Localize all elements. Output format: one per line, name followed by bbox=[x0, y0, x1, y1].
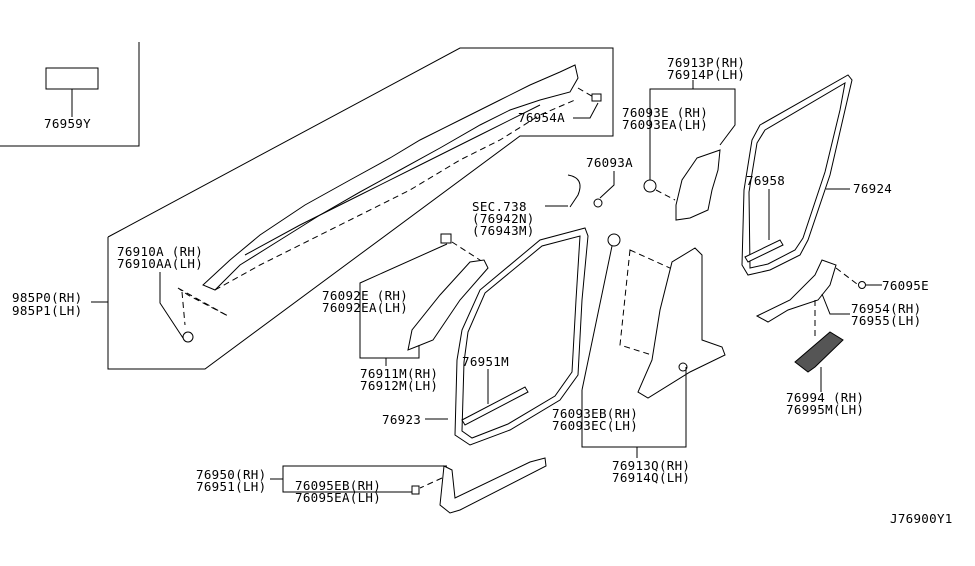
part-label-76911M[interactable]: 76911M(RH) bbox=[360, 366, 438, 381]
part-label-76951[interactable]: 76951(LH) bbox=[196, 479, 266, 494]
a-pillar-trim bbox=[407, 259, 489, 351]
part-label-76955[interactable]: 76955(LH) bbox=[851, 313, 921, 328]
bolt-76910A bbox=[182, 331, 194, 343]
part-label-76913P[interactable]: 76913P(RH) bbox=[667, 55, 745, 70]
label-plate-76959Y bbox=[45, 67, 99, 90]
part-label-76954A[interactable]: 76954A bbox=[518, 110, 565, 125]
b-pillar-lower-group: 76093EB(RH) 76093EC(LH) 76913Q(RH) 76914… bbox=[552, 233, 726, 485]
part-label-76913Q[interactable]: 76913Q(RH) bbox=[612, 458, 690, 473]
b-pillar-upper-trim bbox=[675, 149, 721, 221]
a-pillar-group: 76092E (RH) 76092EA(LH) 76911M(RH) 76912… bbox=[322, 233, 489, 393]
b-pillar-lower-trim bbox=[637, 247, 726, 399]
part-label-76995M[interactable]: 76995M(LH) bbox=[786, 402, 864, 417]
part-label-76912M[interactable]: 76912M(LH) bbox=[360, 378, 438, 393]
part-label-76924[interactable]: 76924 bbox=[853, 181, 892, 196]
part-label-985P0[interactable]: 985P0(RH) bbox=[12, 290, 82, 305]
kicking-plate-76950 bbox=[439, 457, 547, 514]
clip-76093E bbox=[643, 179, 657, 193]
clip-76092E bbox=[440, 233, 452, 244]
clip-76093EB bbox=[607, 233, 621, 247]
part-label-76095E[interactable]: 76095E bbox=[882, 278, 929, 293]
diagram-code: J76900Y1 bbox=[890, 511, 953, 526]
screw-76093A bbox=[593, 198, 603, 208]
part-label-76092E[interactable]: 76092E (RH) bbox=[322, 288, 408, 303]
step-76994 bbox=[794, 331, 844, 373]
part-label-76092EA[interactable]: 76092EA(LH) bbox=[322, 300, 408, 315]
kicking-plate-76954 bbox=[755, 259, 837, 323]
grab-handle bbox=[567, 174, 581, 208]
part-label-76093EA[interactable]: 76093EA(LH) bbox=[622, 117, 708, 132]
grab-handle-group: 76093A SEC.738 (76942N) (76943M) bbox=[472, 155, 633, 238]
part-label-sec738[interactable]: SEC.738 bbox=[472, 199, 527, 214]
front-kicking-plate-group: 76950(RH) 76951(LH) 76095EB(RH) 76095EA(… bbox=[196, 457, 547, 514]
part-label-76914P[interactable]: 76914P(LH) bbox=[667, 67, 745, 82]
part-label-76093EB[interactable]: 76093EB(RH) bbox=[552, 406, 638, 421]
part-label-76093E[interactable]: 76093E (RH) bbox=[622, 105, 708, 120]
part-label-76942N[interactable]: (76942N) bbox=[472, 211, 535, 226]
part-label-76093A[interactable]: 76093A bbox=[586, 155, 633, 170]
part-label-76951M[interactable]: 76951M bbox=[462, 354, 509, 369]
part-label-76095EA[interactable]: 76095EA(LH) bbox=[295, 490, 381, 505]
trim-76951M bbox=[461, 386, 529, 426]
part-label-76943M[interactable]: (76943M) bbox=[472, 223, 535, 238]
part-label-76910A[interactable]: 76910A (RH) bbox=[117, 244, 203, 259]
part-label-76958[interactable]: 76958 bbox=[746, 173, 785, 188]
part-label-76959Y[interactable]: 76959Y bbox=[44, 116, 91, 131]
rear-weatherstrip-group: 76958 76924 bbox=[741, 74, 892, 276]
clip-76095EB bbox=[411, 485, 420, 495]
part-label-76950[interactable]: 76950(RH) bbox=[196, 467, 266, 482]
bolt-76954A bbox=[577, 87, 602, 102]
part-label-985P1[interactable]: 985P1(LH) bbox=[12, 303, 82, 318]
part-label-76914Q[interactable]: 76914Q(LH) bbox=[612, 470, 690, 485]
part-label-76954[interactable]: 76954(RH) bbox=[851, 301, 921, 316]
part-label-76923[interactable]: 76923 bbox=[382, 412, 421, 427]
part-label-76994[interactable]: 76994 (RH) bbox=[786, 390, 864, 405]
part-label-76095EB[interactable]: 76095EB(RH) bbox=[295, 478, 381, 493]
b-pillar-upper-group: 76913P(RH) 76914P(LH) 76093E (RH) 76093E… bbox=[622, 55, 745, 221]
trim-76958 bbox=[744, 239, 784, 263]
part-label-76093EC[interactable]: 76093EC(LH) bbox=[552, 418, 638, 433]
curtain-airbag-group: 985P0(RH) 985P1(LH) 76954A 76910A (RH) 7… bbox=[12, 47, 614, 370]
inset-76959Y: 76959Y bbox=[0, 42, 140, 147]
rear-kicking-plate-group: 76095E 76954(RH) 76955(LH) 76994 (RH) 76… bbox=[755, 259, 929, 417]
front-weatherstrip-group: 76951M 76923 bbox=[382, 227, 589, 446]
part-label-76910AA[interactable]: 76910AA(LH) bbox=[117, 256, 203, 271]
clip-76095E bbox=[858, 281, 866, 289]
